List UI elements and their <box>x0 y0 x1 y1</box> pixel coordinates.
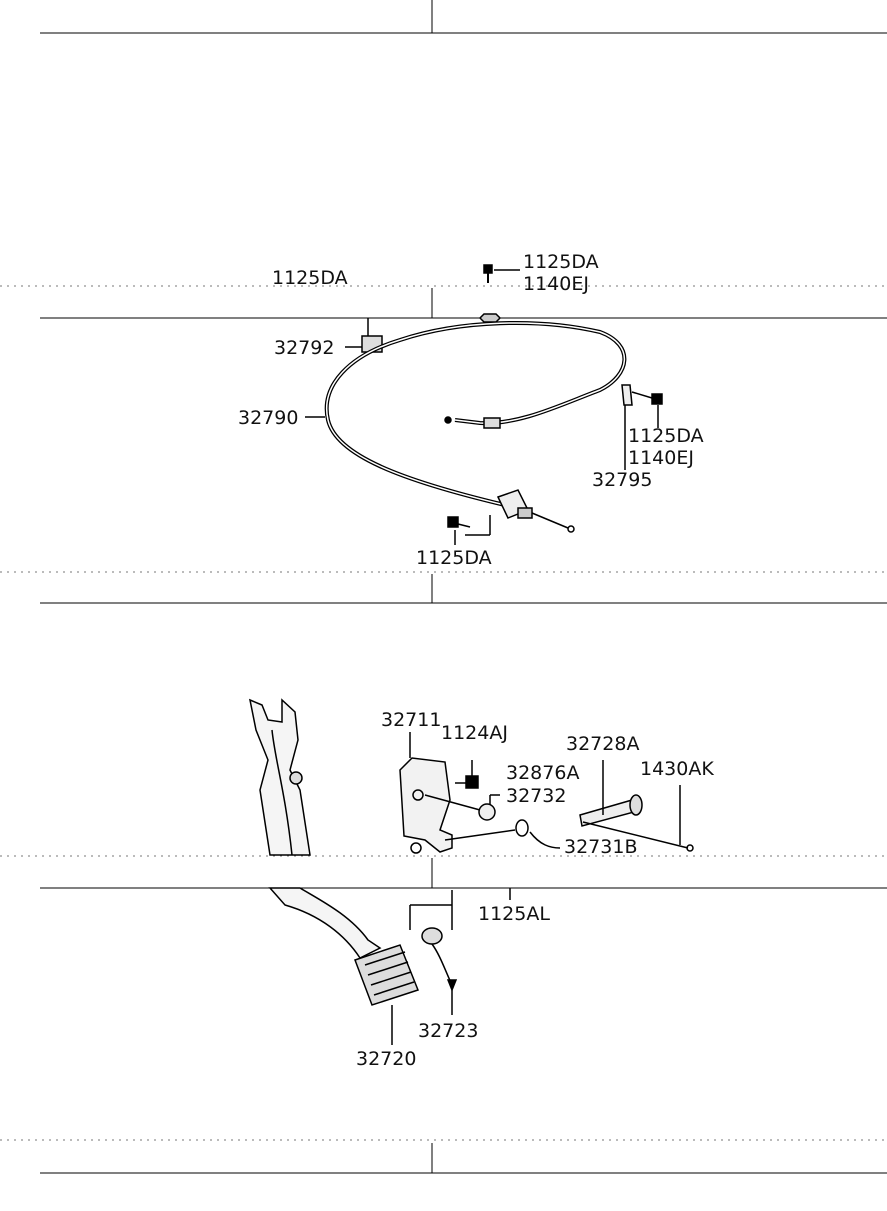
label-1125DA-top-left: 1125DA <box>272 267 348 289</box>
bolt-top-right <box>478 264 520 323</box>
part-labels: 1125DA 1140EJ 1125DA 32792 32790 1125DA … <box>238 251 714 1070</box>
cable-flange <box>465 489 575 536</box>
label-32723: 32723 <box>418 1020 478 1042</box>
label-1125DA-clip: 1125DA <box>628 425 704 447</box>
cable-32790 <box>324 321 627 507</box>
label-1140EJ-top-right: 1140EJ <box>523 273 589 295</box>
label-32731B: 32731B <box>564 836 637 858</box>
bracket-32711 <box>399 732 453 854</box>
label-32792: 32792 <box>274 337 334 359</box>
label-1125AL: 1125AL <box>478 903 550 925</box>
label-32711: 32711 <box>381 709 441 731</box>
stopper-32732 <box>424 794 500 821</box>
label-32732: 32732 <box>506 785 566 807</box>
pin-32728A <box>579 760 643 827</box>
label-32790: 32790 <box>238 407 298 429</box>
nut-1124AJ <box>455 760 479 789</box>
label-1125DA-bottom: 1125DA <box>416 547 492 569</box>
washer-32731B <box>444 819 561 849</box>
label-1124AJ: 1124AJ <box>441 722 508 744</box>
label-1140EJ-clip: 1140EJ <box>628 447 694 469</box>
clip-32795 <box>621 384 663 470</box>
label-32720: 32720 <box>356 1048 416 1070</box>
label-32728A: 32728A <box>566 733 639 755</box>
bolt-bottom <box>447 516 471 545</box>
accelerator-pedal-assembly <box>248 698 694 1045</box>
cotter-1430AK <box>582 785 694 852</box>
label-32795: 32795 <box>592 469 652 491</box>
label-1125DA-top-right: 1125DA <box>523 251 599 273</box>
spring-32723 <box>421 927 458 1015</box>
scan-strip-lines <box>0 0 887 1174</box>
throttle-cable-assembly <box>305 264 663 545</box>
pedal-pad-32720 <box>354 944 419 1045</box>
label-32876A: 32876A <box>506 762 579 784</box>
label-1430AK: 1430AK <box>640 758 714 780</box>
